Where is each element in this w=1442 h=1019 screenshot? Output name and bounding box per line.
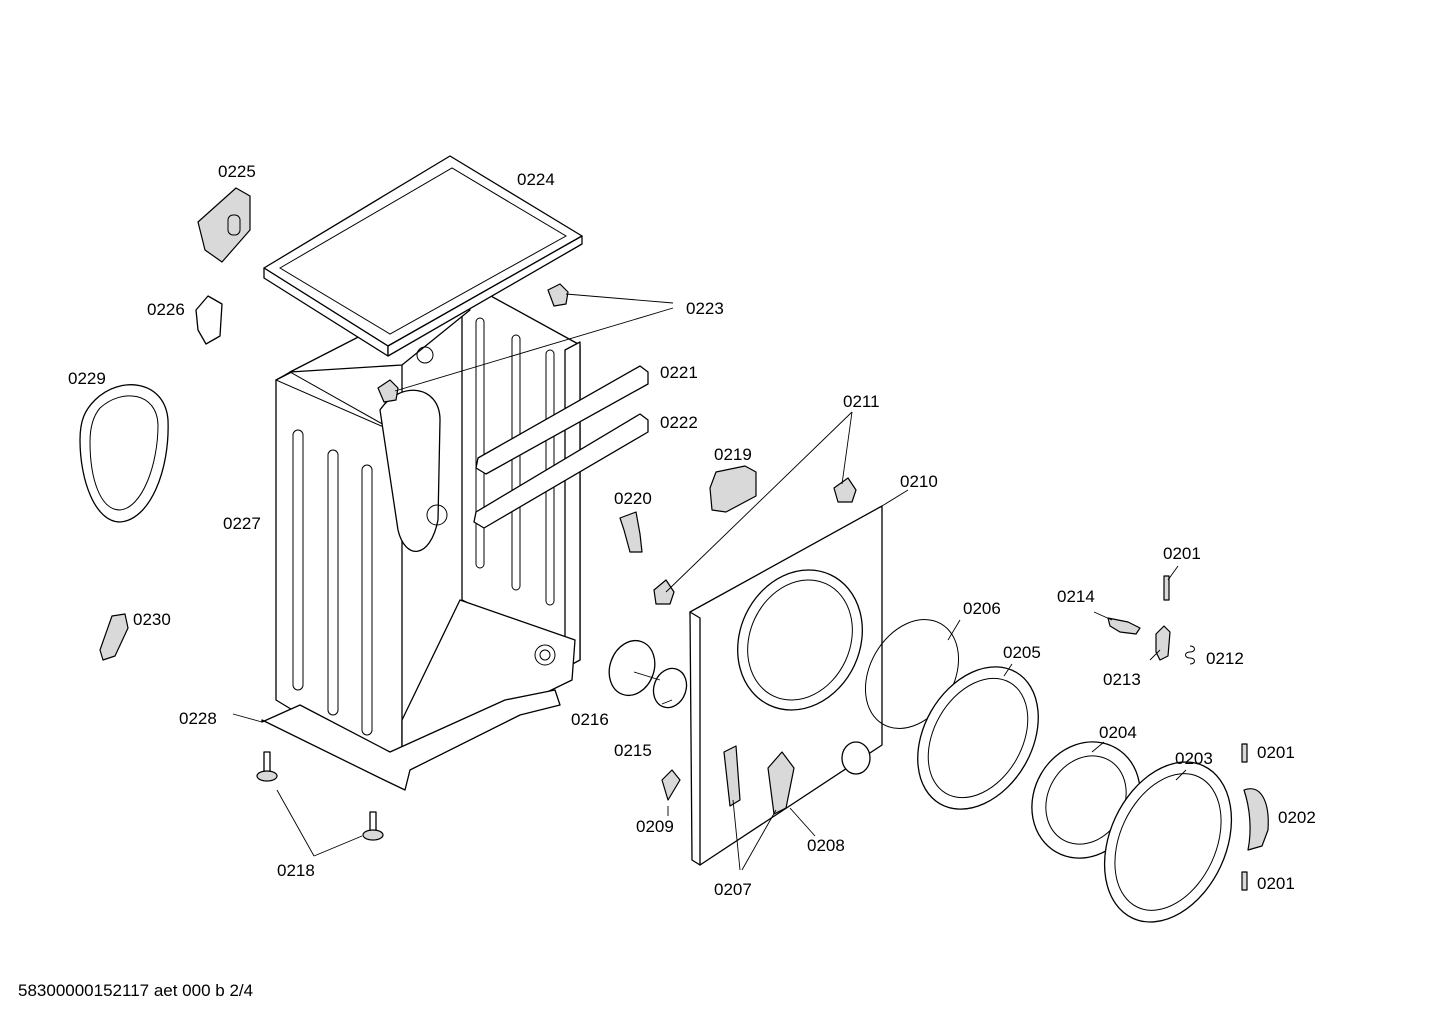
part-0230 [99, 613, 129, 661]
label-0212: 0212 [1206, 649, 1244, 668]
label-0226: 0226 [147, 300, 185, 319]
top-cover [263, 155, 583, 357]
label-0228: 0228 [179, 709, 217, 728]
label-0201-top: 0201 [1163, 544, 1201, 563]
document-code-footer: 58300000152117 aet 000 b 2/4 [18, 981, 254, 1000]
front-panel [689, 505, 883, 866]
label-0224: 0224 [517, 170, 555, 189]
label-0218: 0218 [277, 861, 315, 880]
label-0220: 0220 [614, 489, 652, 508]
label-0201-mid: 0201 [1257, 743, 1295, 762]
door-gasket-0229 [79, 384, 169, 523]
rail-0221 [475, 365, 649, 475]
label-0201-bot: 0201 [1257, 874, 1295, 893]
clip-0223-a [547, 283, 569, 307]
screw-0218-a [256, 751, 278, 782]
base-plate [261, 689, 561, 791]
label-0206: 0206 [963, 599, 1001, 618]
handle-0202 [1243, 788, 1269, 851]
rail-0222 [473, 413, 649, 529]
label-0225: 0225 [218, 162, 256, 181]
part-0213 [1155, 625, 1171, 661]
part-0220 [619, 511, 643, 553]
label-0207: 0207 [714, 880, 752, 899]
part-labels: 0225 0224 0226 0223 0229 0221 0222 0211 … [68, 162, 1316, 899]
label-0202: 0202 [1278, 808, 1316, 827]
label-0213: 0213 [1103, 670, 1141, 689]
spring-0212 [1185, 645, 1195, 665]
pin-0201-top [1163, 575, 1170, 601]
label-0209: 0209 [636, 817, 674, 836]
label-0229: 0229 [68, 369, 106, 388]
label-0205: 0205 [1003, 643, 1041, 662]
label-0230: 0230 [133, 610, 171, 629]
clip-0223-b [377, 379, 399, 403]
clip-0226 [195, 295, 223, 345]
door-outer-ring-0203 [1103, 761, 1233, 923]
label-0210: 0210 [900, 472, 938, 491]
part-0209 [661, 769, 681, 801]
clip-0211-a [833, 477, 857, 503]
label-0211: 0211 [843, 392, 880, 411]
label-0214: 0214 [1057, 587, 1095, 606]
label-0227: 0227 [223, 514, 261, 533]
door-lock-0219 [709, 465, 757, 513]
pin-0201-mid [1241, 743, 1248, 763]
screw-0218-b [362, 811, 384, 841]
ring-0216 [608, 639, 656, 697]
label-0204: 0204 [1099, 723, 1137, 742]
label-0223: 0223 [686, 299, 724, 318]
clip-0211-b [653, 579, 675, 605]
cabinet-frame [274, 289, 581, 769]
hinge-0214 [1107, 617, 1141, 635]
label-0221: 0221 [660, 363, 698, 382]
bracket-0225 [197, 187, 251, 263]
label-0222: 0222 [660, 413, 698, 432]
label-0216: 0216 [571, 710, 609, 729]
label-0215: 0215 [614, 741, 652, 760]
label-0203: 0203 [1175, 749, 1213, 768]
pin-0201-bot [1241, 871, 1248, 891]
label-0208: 0208 [807, 836, 845, 855]
door-inner-ring-0205 [917, 666, 1039, 810]
label-0219: 0219 [714, 445, 752, 464]
leader-lines [232, 293, 1187, 871]
cap-0215 [652, 667, 688, 709]
